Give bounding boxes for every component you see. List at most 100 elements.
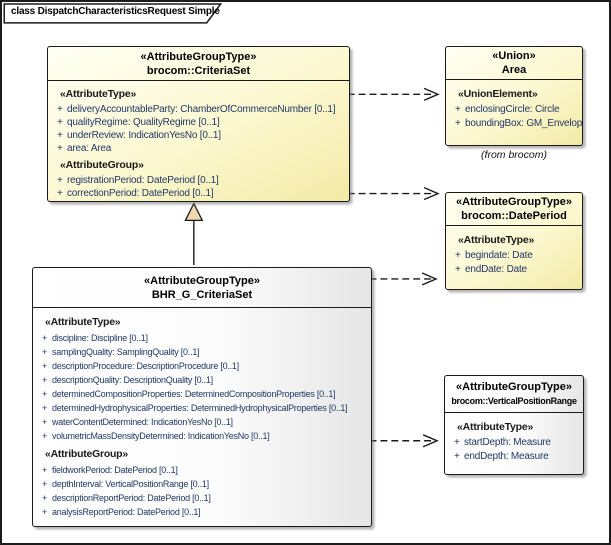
visibility-marker: + bbox=[455, 264, 461, 275]
attribute-text: «AttributeType» bbox=[458, 234, 535, 246]
visibility-marker: + bbox=[42, 403, 48, 413]
attribute-text: endDepth: Measure bbox=[464, 451, 549, 462]
attribute-text: endDate: Date bbox=[465, 264, 527, 275]
attribute-text: boundingBox: GM_Envelope bbox=[465, 118, 583, 129]
attribute-text: depthInterval: VerticalPositionRange [0.… bbox=[52, 479, 209, 489]
attribute-text: determinedHydrophysicalProperties: Deter… bbox=[52, 403, 348, 413]
open-arrowhead-icon bbox=[423, 87, 440, 101]
visibility-marker: + bbox=[42, 417, 48, 427]
visibility-marker: + bbox=[42, 361, 48, 371]
attribute-row: + depthInterval: VerticalPositionRange [… bbox=[33, 477, 371, 491]
class-stereotype: «AttributeGroupType» bbox=[456, 381, 572, 393]
class-attribute-list: «AttributeType» + discipline: Discipline… bbox=[33, 308, 371, 519]
class-stereotype: «AttributeGroupType» bbox=[144, 274, 260, 287]
attribute-row: + fieldworkPeriod: DatePeriod [0..1] bbox=[33, 463, 371, 477]
class-box-bhr-g-criteriaset[interactable]: «AttributeGroupType» BHR_G_CriteriaSet «… bbox=[32, 267, 372, 527]
visibility-marker: + bbox=[57, 188, 63, 199]
class-attribute-list: «AttributeType» + begindate: Date + endD… bbox=[446, 226, 582, 277]
dependency-arrow-criteriaset-to-dateperiod[interactable] bbox=[347, 186, 440, 201]
visibility-marker: + bbox=[42, 507, 48, 517]
generalization-arrow-bhr-to-criteriaset[interactable] bbox=[184, 202, 204, 266]
class-header: «AttributeGroupType» brocom::VerticalPos… bbox=[445, 376, 583, 413]
attribute-row: + determinedHydrophysicalProperties: Det… bbox=[33, 401, 371, 415]
attribute-text: discipline: Discipline [0..1] bbox=[52, 333, 148, 343]
attribute-text: descriptionReportPeriod: DatePeriod [0..… bbox=[52, 493, 211, 503]
attribute-text: «AttributeType» bbox=[60, 88, 137, 100]
class-box-area[interactable]: «Union» Area «UnionElement» + enclosingC… bbox=[445, 46, 583, 146]
attribute-row: «AttributeGroup» bbox=[33, 447, 371, 461]
hollow-triangle-arrowhead-icon bbox=[184, 202, 204, 222]
visibility-marker: + bbox=[42, 431, 48, 441]
attribute-row: + startDepth: Measure bbox=[445, 436, 583, 450]
attribute-text: area: Area bbox=[67, 143, 112, 154]
class-stereotype: «AttributeGroupType» bbox=[456, 196, 572, 208]
visibility-marker: + bbox=[42, 347, 48, 357]
visibility-marker: + bbox=[57, 117, 63, 128]
dependency-arrow-criteriaset-to-area[interactable] bbox=[347, 87, 440, 101]
attribute-text: «UnionElement» bbox=[458, 88, 538, 100]
class-name: brocom::CriteriaSet bbox=[146, 64, 251, 77]
class-header: «Union» Area bbox=[446, 47, 582, 80]
visibility-marker: + bbox=[57, 143, 63, 154]
attribute-row: + analysisReportPeriod: DatePeriod [0..1… bbox=[33, 505, 371, 519]
attribute-row: «UnionElement» bbox=[446, 87, 582, 101]
dependency-arrow-bhr-to-verticalpositionrange[interactable] bbox=[369, 434, 439, 448]
diagram-title: class DispatchCharacteristicsRequest Sim… bbox=[11, 6, 220, 17]
class-box-criteriaset[interactable]: «AttributeGroupType» brocom::CriteriaSet… bbox=[47, 46, 350, 202]
attribute-row: + endDate: Date bbox=[446, 263, 582, 277]
class-header: «AttributeGroupType» BHR_G_CriteriaSet bbox=[33, 268, 371, 308]
class-attribute-list: «UnionElement» + enclosingCircle: Circle… bbox=[446, 80, 582, 131]
attribute-text: underReview: IndicationYesNo [0..1] bbox=[67, 130, 221, 141]
attribute-row: + descriptionQuality: DescriptionQuality… bbox=[33, 373, 371, 387]
visibility-marker: + bbox=[42, 389, 48, 399]
class-name: brocom::VerticalPositionRange bbox=[451, 396, 577, 406]
attribute-row: + determinedCompositionProperties: Deter… bbox=[33, 387, 371, 401]
class-name: BHR_G_CriteriaSet bbox=[151, 288, 253, 301]
visibility-marker: + bbox=[455, 104, 461, 115]
attribute-text: startDepth: Measure bbox=[464, 437, 551, 448]
visibility-marker: + bbox=[42, 465, 48, 475]
attribute-text: samplingQuality: SamplingQuality [0..1] bbox=[52, 347, 200, 357]
attribute-row: + deliveryAccountableParty: ChamberOfCom… bbox=[48, 103, 349, 116]
attribute-text: «AttributeGroup» bbox=[45, 448, 128, 460]
attribute-row: + descriptionReportPeriod: DatePeriod [0… bbox=[33, 491, 371, 505]
attribute-row: + correctionPeriod: DatePeriod [0..1] bbox=[48, 187, 349, 200]
attribute-row: + area: Area bbox=[48, 142, 349, 155]
attribute-text: registrationPeriod: DatePeriod [0..1] bbox=[67, 175, 219, 186]
visibility-marker: + bbox=[454, 451, 460, 462]
class-box-dateperiod[interactable]: «AttributeGroupType» brocom::DatePeriod … bbox=[445, 192, 583, 290]
visibility-marker: + bbox=[454, 437, 460, 448]
class-box-verticalpositionrange[interactable]: «AttributeGroupType» brocom::VerticalPos… bbox=[444, 375, 584, 475]
attribute-row: «AttributeGroup» bbox=[48, 159, 349, 172]
attribute-text: correctionPeriod: DatePeriod [0..1] bbox=[67, 188, 214, 199]
attribute-row: «AttributeType» bbox=[446, 233, 582, 247]
visibility-marker: + bbox=[57, 104, 63, 115]
dependency-arrow-bhr-to-dateperiod[interactable] bbox=[369, 272, 438, 286]
visibility-marker: + bbox=[42, 493, 48, 503]
attribute-text: waterContentDetermined: IndicationYesNo … bbox=[52, 417, 233, 427]
class-header: «AttributeGroupType» brocom::CriteriaSet bbox=[48, 47, 349, 81]
attribute-text: volumetricMassDensityDetermined: Indicat… bbox=[52, 431, 270, 441]
attribute-text: descriptionProcedure: DescriptionProcedu… bbox=[52, 361, 239, 371]
visibility-marker: + bbox=[42, 333, 48, 343]
attribute-text: analysisReportPeriod: DatePeriod [0..1] bbox=[52, 507, 201, 517]
attribute-text: «AttributeType» bbox=[45, 316, 121, 328]
class-header: «AttributeGroupType» brocom::DatePeriod bbox=[446, 193, 582, 226]
attribute-row: + begindate: Date bbox=[446, 249, 582, 263]
visibility-marker: + bbox=[455, 250, 461, 261]
attribute-row: + samplingQuality: SamplingQuality [0..1… bbox=[33, 345, 371, 359]
class-name: brocom::DatePeriod bbox=[461, 210, 567, 222]
class-stereotype: «Union» bbox=[492, 50, 536, 62]
class-name: Area bbox=[501, 64, 527, 76]
class-attribute-list: «AttributeType» + deliveryAccountablePar… bbox=[48, 81, 349, 200]
attribute-row: + qualityRegime: QualityRegime [0..1] bbox=[48, 116, 349, 129]
attribute-text: descriptionQuality: DescriptionQuality [… bbox=[52, 375, 213, 385]
attribute-row: + registrationPeriod: DatePeriod [0..1] bbox=[48, 174, 349, 187]
attribute-row: + waterContentDetermined: IndicationYesN… bbox=[33, 415, 371, 429]
attribute-text: enclosingCircle: Circle bbox=[465, 104, 560, 115]
attribute-row: + enclosingCircle: Circle bbox=[446, 103, 582, 117]
visibility-marker: + bbox=[42, 375, 48, 385]
frame-title-tab bbox=[3, 3, 223, 24]
